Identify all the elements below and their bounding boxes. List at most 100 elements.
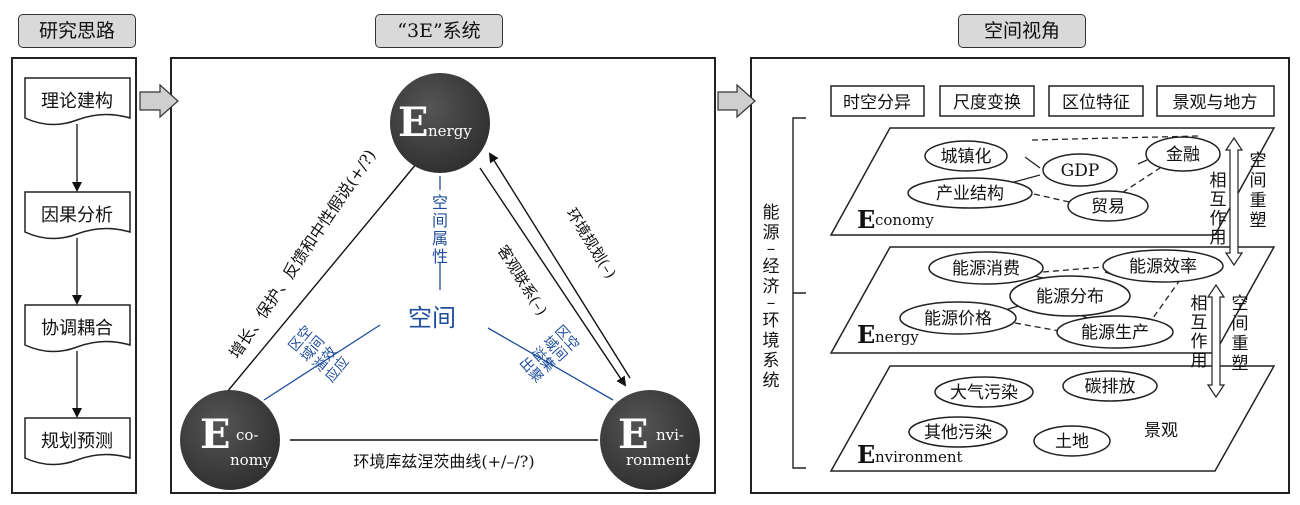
flow-arrow-1: [139, 83, 179, 119]
node-energy-production: [1056, 315, 1174, 349]
diagram-label: 其他污染: [924, 423, 992, 443]
diagram-label: 重: [1250, 191, 1267, 211]
node-urbanization: [924, 140, 1008, 172]
step-cause-box: [24, 191, 131, 240]
diagram-label: 间: [1250, 171, 1267, 191]
diagram-label: 系: [763, 351, 780, 371]
diagram-label: –: [767, 293, 776, 313]
environment-rest1: nvi-: [656, 426, 684, 444]
diagram-label: 贸易: [1091, 197, 1125, 217]
diagram-label: 能源生产: [1081, 323, 1149, 343]
diagram-label: 空: [1250, 151, 1267, 171]
node-gdp: [1042, 153, 1118, 187]
energy-layer-rest: nergy: [875, 328, 919, 346]
diagram-label: 互: [1191, 313, 1208, 333]
research-flow: [24, 77, 131, 466]
economy-rest2: nomy: [230, 451, 272, 469]
interaction-arrow-1: [1224, 136, 1244, 267]
node-industry: [907, 177, 1033, 209]
node-finance: [1145, 136, 1221, 172]
tag-location: 区位特征: [1062, 93, 1130, 113]
diagram-label: 能源效率: [1129, 257, 1197, 277]
node-other-pollution: [908, 416, 1008, 448]
diagram-label: 重: [1232, 334, 1249, 354]
spatial-spokes: [263, 176, 614, 401]
node-energy-distribution: [1009, 275, 1131, 317]
environment-layer-rest: nvironment: [875, 448, 963, 466]
diagram-label: 能源消费: [952, 259, 1020, 279]
diagram-label: 间: [1232, 314, 1249, 334]
economy-cap: E: [200, 411, 231, 458]
diagram-label: 统: [763, 371, 780, 391]
energy-rest: nergy: [428, 122, 472, 140]
step-plan-label: 规划预测: [41, 431, 113, 452]
diagram-label: 用: [1191, 351, 1208, 371]
tag-spatiotemporal: 时空分异: [843, 93, 911, 113]
diagram-label: 大气污染: [950, 383, 1018, 403]
economy-rest1: co-: [236, 426, 259, 444]
node-land: [1033, 425, 1111, 457]
space-attr-2: 间: [432, 211, 448, 230]
diagram-label: 作: [1210, 209, 1227, 229]
diagram-label: 城镇化: [941, 147, 992, 167]
header-spatial: 空间视角: [958, 14, 1086, 48]
node-energy-price: [899, 301, 1017, 335]
environment-ball: [600, 390, 700, 490]
diagram-label: 环: [763, 311, 780, 331]
tag-landscape: 景观与地方: [1173, 93, 1258, 113]
diagram-label: 相: [1191, 294, 1208, 314]
environment-cap: E: [618, 411, 649, 458]
diagram-label: 空: [1232, 294, 1249, 314]
environment-rest2: ronment: [626, 451, 691, 469]
node-carbon-emission: [1062, 370, 1158, 402]
diagram-label: 境: [763, 331, 780, 351]
node-trade: [1067, 190, 1149, 222]
energy-economy-line: [221, 162, 418, 399]
step-theory-box: [24, 77, 131, 126]
system-bracket: [792, 117, 806, 469]
diagram-label: 能: [763, 203, 780, 223]
environment-layer-cap: E: [857, 440, 875, 469]
diagram-label: 互: [1210, 190, 1227, 210]
diagram-label: 济: [763, 277, 780, 297]
bottom-edge-label: 环境库兹涅茨曲线(+/–/?): [353, 452, 534, 471]
space-attr-3: 属: [432, 229, 448, 248]
space-attr-1: 空: [432, 193, 448, 212]
step-plan-box: [24, 417, 131, 466]
energy-ball: [390, 73, 490, 173]
diagram-label: 产业结构: [936, 184, 1004, 204]
diagram-label: 能源价格: [924, 309, 992, 329]
arrow-env-planning: [488, 152, 631, 379]
header-research: 研究思路: [18, 14, 136, 48]
economy-layer-cap: E: [857, 205, 875, 234]
step-couple-box: [24, 304, 131, 353]
node-energy-efficiency: [1102, 249, 1224, 283]
triangle-lines: [221, 152, 631, 441]
diagram-label: 相: [1210, 171, 1227, 191]
right-inner-label: 客观联系(–): [494, 242, 551, 319]
tag-box-4: [1156, 85, 1275, 117]
center-space-label: 空间: [408, 304, 456, 332]
tag-scale: 尺度变换: [953, 93, 1021, 113]
flow-arrow-2: [717, 83, 756, 119]
node-energy-consumption: [928, 251, 1044, 285]
diagram-label: 能源分布: [1036, 287, 1104, 307]
step-couple-label: 协调耦合: [41, 318, 113, 339]
diagram-label: 土地: [1055, 432, 1089, 452]
diagram-label: 碳排放: [1085, 377, 1136, 397]
diagram-label: GDP: [1061, 161, 1100, 181]
step-theory-label: 理论建构: [41, 91, 113, 112]
diagram-label: 用: [1210, 228, 1227, 248]
node-air-pollution: [934, 376, 1034, 408]
diagram-label: 源: [763, 223, 780, 243]
tag-box-3: [1048, 85, 1144, 117]
step-cause-label: 因果分析: [41, 205, 113, 226]
tag-box-1: [830, 85, 925, 117]
space-attr-4: 性: [432, 247, 448, 266]
diagram-label: 塑: [1232, 354, 1249, 374]
diagram-label: 经: [763, 257, 780, 277]
diagram-label: 塑: [1250, 211, 1267, 231]
diagram-label: 金融: [1166, 145, 1200, 165]
node-landscape: 景观: [1144, 421, 1178, 441]
